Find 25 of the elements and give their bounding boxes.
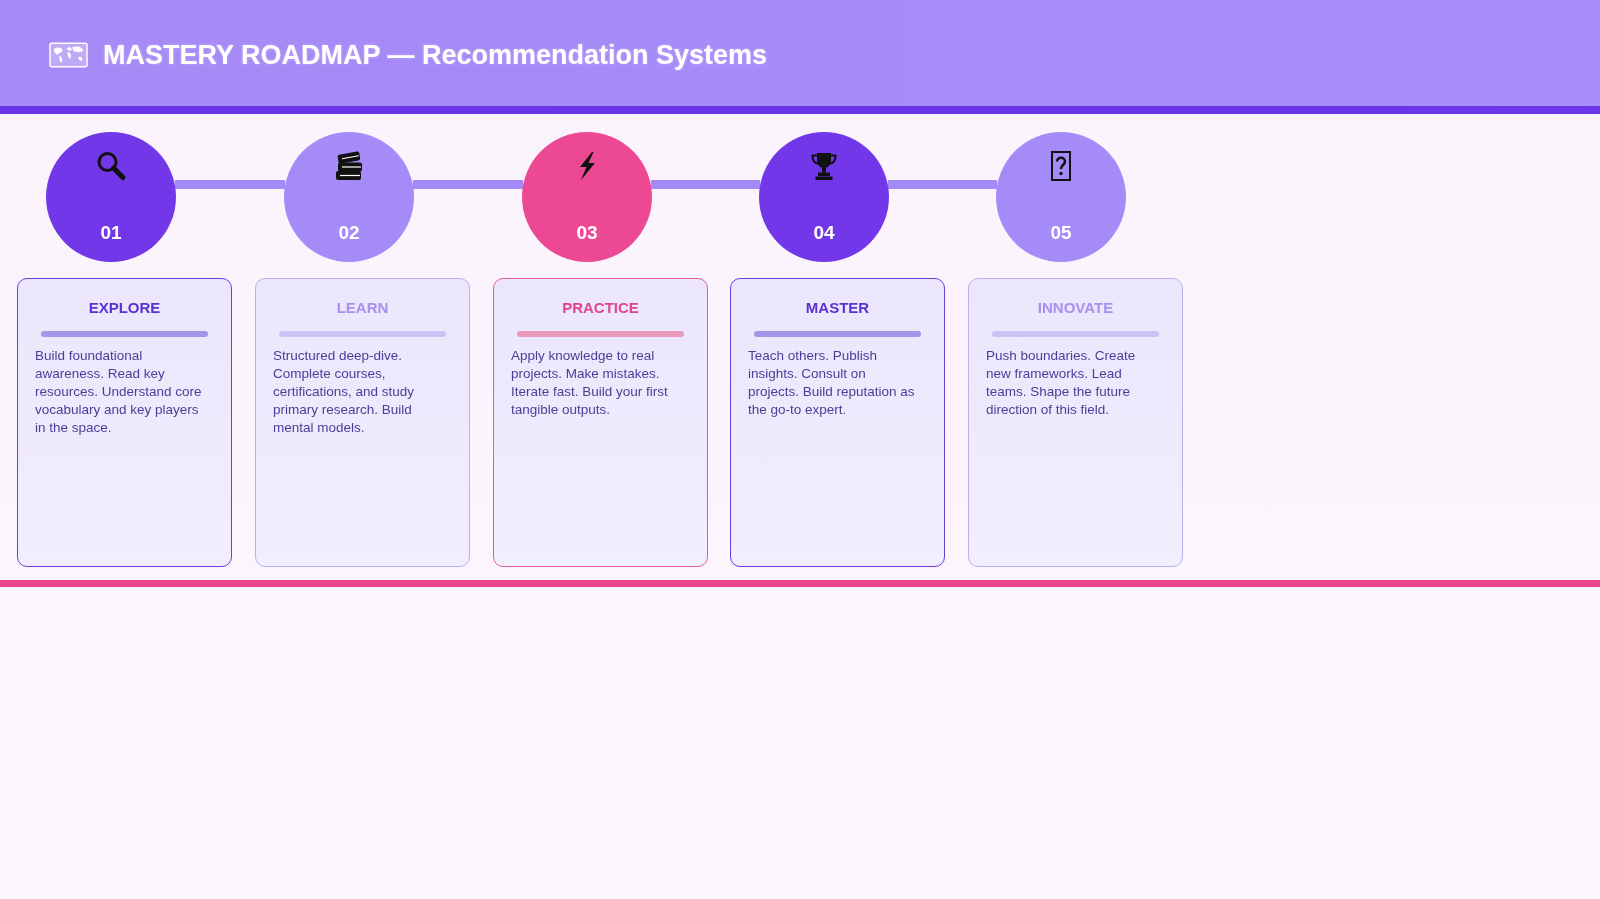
connector-bar: [650, 180, 761, 189]
card-description: Push boundaries. Create new frameworks. Lead teams. Shape the future direction of this field.: [986, 347, 1137, 419]
card-heading: EXPLORE: [88, 298, 161, 318]
stage-card: [730, 278, 945, 567]
step-number: 04: [813, 222, 835, 244]
card-description: Build foundational awareness. Read key resources. Understand core vocabulary and key players in the space.: [35, 347, 203, 437]
stage-card: [968, 278, 1183, 567]
step-number: 03: [576, 222, 598, 244]
card-description: Teach others. Publish insights. Consult on projects. Build reputation as the go-to expert.: [748, 347, 916, 419]
connector-bar: [174, 180, 286, 189]
card-description: Structured deep-dive. Complete courses, certifications, and study primary research. Build mental models.: [273, 347, 416, 437]
stage-card: [17, 278, 232, 567]
card-heading: PRACTICE: [562, 298, 639, 318]
step-number: 05: [1050, 222, 1072, 244]
connector-bar: [887, 180, 998, 189]
connector-bar: [412, 180, 524, 189]
title: MASTERY ROADMAP — Recommendation Systems: [103, 39, 768, 72]
step-number: 01: [100, 222, 122, 244]
card-heading: MASTER: [805, 298, 870, 318]
card-description: Apply knowledge to real projects. Make mistakes. Iterate fast. Build your first tangible outputs.: [511, 347, 669, 419]
card-heading: LEARN: [336, 298, 389, 318]
stage-card: [493, 278, 708, 567]
stage-card: [255, 278, 470, 567]
step-number: 02: [338, 222, 360, 244]
card-heading: INNOVATE: [1037, 298, 1114, 318]
